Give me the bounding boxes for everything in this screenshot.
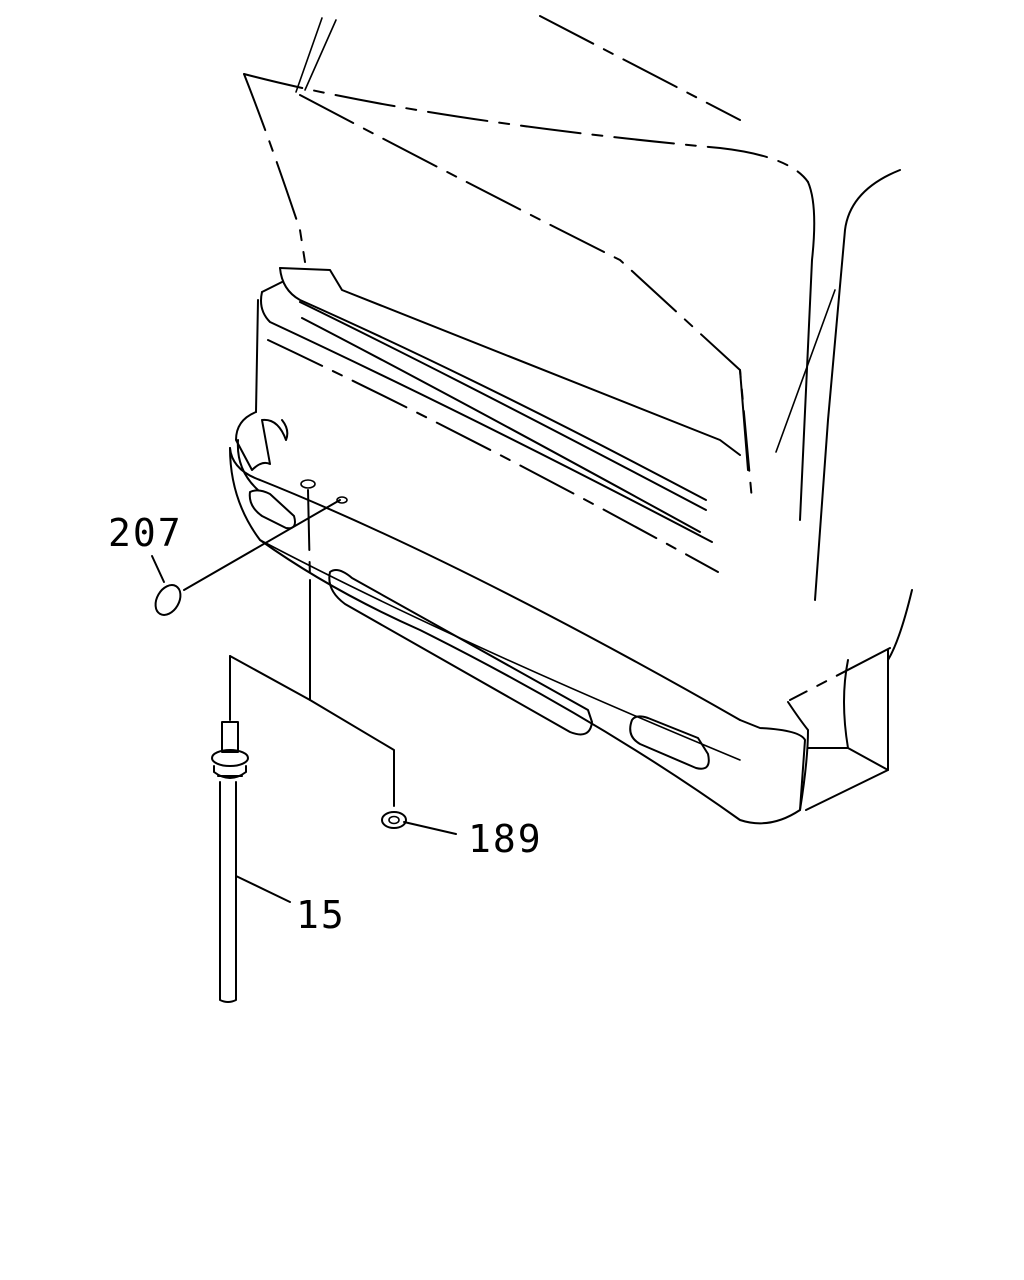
callout-189: 189 <box>468 817 543 861</box>
callout-207: 207 <box>108 511 183 555</box>
leader-15 <box>235 875 291 903</box>
cab-outline <box>243 15 913 701</box>
cap-part-207 <box>154 584 182 616</box>
front-bumper <box>229 447 889 825</box>
antenna-rod <box>211 579 395 1003</box>
grille-panels <box>235 267 741 573</box>
antenna-mount-hole <box>300 479 348 581</box>
leader-207 <box>151 499 341 616</box>
nut-part-189 <box>381 811 457 835</box>
callout-15: 15 <box>296 893 346 937</box>
